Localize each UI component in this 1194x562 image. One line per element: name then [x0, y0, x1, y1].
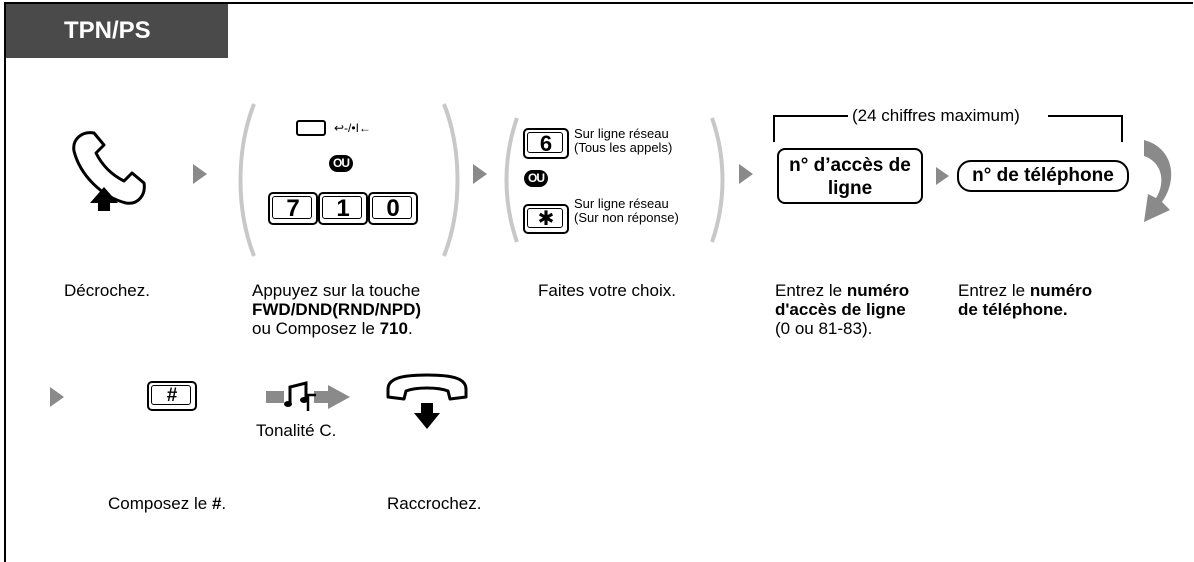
dial-key-7[interactable]: 7	[268, 192, 318, 225]
next-arrow-icon	[936, 167, 949, 185]
step4-caption: Entrez le numéro d'accès de ligne (0 ou …	[775, 281, 910, 338]
handset-on-hook-icon	[386, 373, 468, 429]
max-digits-bracket	[773, 115, 1123, 142]
key-star-description: Sur ligne réseau (Sur non réponse)	[574, 196, 679, 225]
key-face	[322, 196, 362, 219]
or-icon: OU	[524, 170, 548, 187]
step2-caption: Appuyez sur la touche FWD/DND(RND/NPD) o…	[252, 281, 422, 338]
dial-key-6[interactable]: 6	[523, 128, 569, 159]
continue-arrow-icon	[1144, 140, 1172, 222]
dial-key-star[interactable]: ✱	[523, 204, 569, 234]
header-tab: TPN/PS	[6, 4, 228, 58]
key-face	[372, 196, 412, 219]
dial-key-hash[interactable]: #	[147, 381, 197, 411]
fwd-indicator-label: ↩-/•I←	[334, 121, 371, 135]
next-arrow-icon	[739, 164, 753, 184]
key-face	[151, 385, 191, 405]
phone-number-box[interactable]: n° de téléphone	[957, 160, 1129, 192]
max-digits-label: (24 chiffres maximum)	[852, 106, 1020, 125]
key-face	[272, 196, 312, 219]
line-access-number-box[interactable]: n° d’accès de ligne	[777, 148, 923, 204]
next-arrow-icon	[473, 164, 487, 184]
key6-description: Sur ligne réseau (Tous les appels)	[574, 126, 673, 155]
left-paren-icon	[504, 117, 519, 243]
procedure-frame	[4, 2, 1193, 562]
step1-caption: Décrochez.	[64, 281, 150, 300]
step7-caption: Tonalité C.	[256, 421, 337, 440]
confirmation-tone-icon	[266, 381, 350, 411]
next-arrow-icon	[193, 164, 207, 184]
next-arrow-icon	[50, 387, 64, 407]
step5-caption: Entrez le numéro de téléphone.	[958, 281, 1093, 319]
key-face	[527, 132, 563, 153]
dial-key-1[interactable]: 1	[318, 192, 368, 225]
handset-off-hook-icon	[72, 131, 146, 211]
step3-caption: Faites votre choix.	[538, 281, 676, 300]
step6-caption: Composez le #.	[108, 494, 227, 513]
dial-key-0[interactable]: 0	[368, 192, 418, 225]
or-icon: OU	[329, 155, 353, 172]
right-paren-icon	[710, 117, 725, 243]
left-paren-icon	[238, 103, 256, 257]
right-paren-icon	[442, 103, 460, 257]
key-face	[527, 208, 563, 228]
fwd-dnd-button[interactable]	[296, 120, 326, 136]
step8-caption: Raccrochez.	[387, 494, 482, 513]
